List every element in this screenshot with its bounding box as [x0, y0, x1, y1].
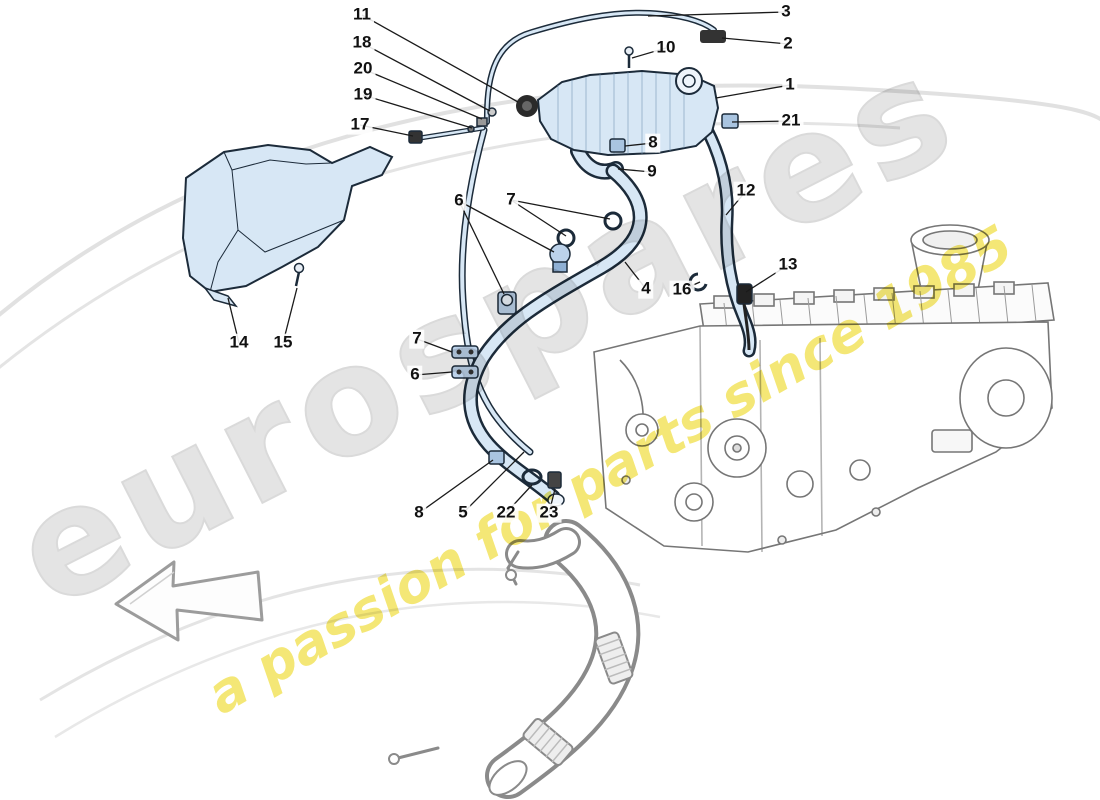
- part-callout-22[interactable]: 22: [493, 503, 519, 523]
- tank-cap: [516, 95, 538, 117]
- part-callout-17[interactable]: 17: [347, 115, 373, 135]
- part-callout-19[interactable]: 19: [350, 85, 376, 105]
- part-callout-12[interactable]: 12: [733, 181, 759, 201]
- part-callout-3[interactable]: 3: [778, 2, 794, 22]
- part-callout-11[interactable]: 11: [350, 5, 374, 25]
- direction-arrow: [114, 560, 264, 642]
- part-callout-2[interactable]: 2: [780, 34, 796, 54]
- part-callout-7[interactable]: 7: [409, 329, 425, 349]
- part-callout-5[interactable]: 5: [455, 503, 471, 523]
- part-callout-21[interactable]: 21: [778, 111, 804, 131]
- part-callout-18[interactable]: 18: [349, 33, 375, 53]
- filler-cap: [675, 67, 703, 95]
- fittings-and-clamps: [408, 107, 753, 489]
- part-callout-8[interactable]: 8: [645, 133, 661, 153]
- part-callout-6[interactable]: 6: [451, 191, 467, 211]
- tank-screw: [624, 46, 634, 68]
- part-callout-4[interactable]: 4: [638, 279, 654, 299]
- part-callout-16[interactable]: 16: [669, 280, 695, 300]
- engine-assembly: [593, 224, 1055, 553]
- lower-coolant-pipes: [388, 519, 641, 799]
- part-callout-10[interactable]: 10: [653, 38, 679, 58]
- pipe-clip: [408, 130, 423, 144]
- part-callout-6[interactable]: 6: [407, 365, 423, 385]
- part-callout-8[interactable]: 8: [411, 503, 427, 523]
- mount-bracket: [700, 30, 726, 43]
- part-callout-9[interactable]: 9: [644, 162, 660, 182]
- shield-screw: [293, 262, 305, 287]
- expansion-tank: [516, 30, 726, 157]
- temperature-sensor: [736, 283, 753, 351]
- part-callout-14[interactable]: 14: [226, 333, 252, 353]
- part-callout-1[interactable]: 1: [782, 75, 798, 95]
- part-callout-20[interactable]: 20: [350, 59, 376, 79]
- part-callout-15[interactable]: 15: [270, 333, 296, 353]
- part-callout-7[interactable]: 7: [503, 190, 519, 210]
- part-callout-13[interactable]: 13: [775, 255, 801, 275]
- part-callout-23[interactable]: 23: [536, 503, 562, 523]
